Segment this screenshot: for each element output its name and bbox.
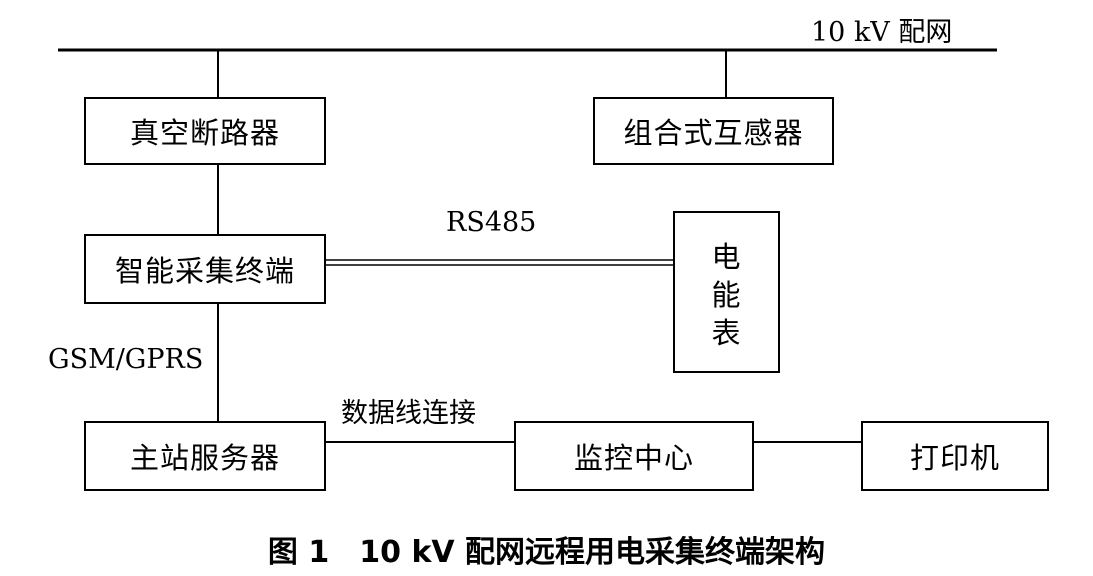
vacuum-breaker-box: 真空断路器: [84, 97, 326, 165]
combined-transformer-label: 组合式互感器: [623, 116, 804, 150]
gsm-gprs-label: GSM/GPRS: [48, 344, 204, 375]
printer-label: 打印机: [909, 441, 1000, 475]
combined-transformer-box: 组合式互感器: [593, 97, 834, 165]
meter-label-char-2: 能: [711, 278, 742, 312]
vacuum-breaker-label: 真空断路器: [129, 116, 280, 150]
printer-box: 打印机: [861, 421, 1049, 491]
grid-label: 10 kV 配网: [811, 17, 953, 48]
master-server-box: 主站服务器: [84, 421, 326, 491]
figure-caption: 图 1 10 kV 配网远程用电采集终端架构: [0, 527, 1093, 571]
smart-terminal-box: 智能采集终端: [84, 234, 326, 304]
rs485-label: RS485: [446, 207, 537, 238]
data-line-label: 数据线连接: [341, 398, 476, 429]
meter-label-char-3: 表: [711, 316, 742, 350]
master-server-label: 主站服务器: [129, 441, 280, 475]
figure-number: 图 1: [267, 535, 330, 570]
monitor-center-box: 监控中心: [514, 421, 754, 491]
meter-label-char-1: 电: [711, 240, 742, 274]
monitor-center-label: 监控中心: [573, 441, 694, 475]
smart-terminal-label: 智能采集终端: [114, 254, 295, 288]
figure-title: 10 kV 配网远程用电采集终端架构: [359, 535, 826, 570]
meter-box: 电 能 表: [673, 211, 780, 373]
